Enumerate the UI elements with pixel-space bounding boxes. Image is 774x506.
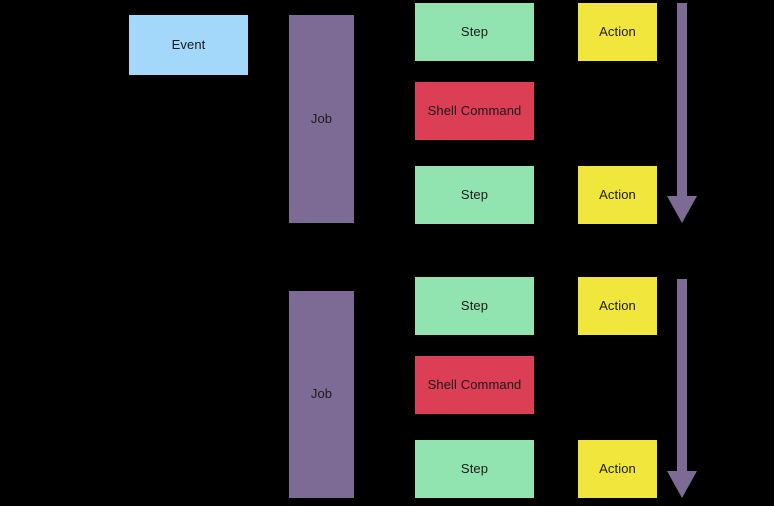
job-node[interactable]: Job [289, 291, 354, 498]
arrow-shape [667, 3, 697, 223]
action-node-label: Action [599, 460, 636, 476]
shell-command-node[interactable]: Shell Command [415, 82, 534, 140]
action-node[interactable]: Action [578, 3, 657, 61]
event-node-label: Event [171, 36, 206, 52]
shell-command-node-label: Shell Command [427, 376, 522, 392]
action-node-label: Action [599, 297, 636, 313]
flow-arrow-down [667, 279, 697, 498]
event-node[interactable]: Event [129, 15, 248, 75]
action-node[interactable]: Action [578, 277, 657, 335]
step-node-label: Step [460, 186, 489, 202]
job-node-label: Job [310, 386, 333, 402]
step-node[interactable]: Step [415, 3, 534, 61]
step-node[interactable]: Step [415, 277, 534, 335]
step-node-label: Step [460, 460, 489, 476]
action-node-label: Action [599, 186, 636, 202]
job-node-label: Job [310, 110, 333, 126]
shell-command-node-label: Shell Command [427, 102, 522, 118]
step-node[interactable]: Step [415, 440, 534, 498]
action-node-label: Action [599, 23, 636, 39]
arrow-shape [667, 279, 697, 498]
step-node-label: Step [460, 23, 489, 39]
shell-command-node[interactable]: Shell Command [415, 356, 534, 414]
action-node[interactable]: Action [578, 440, 657, 498]
job-node[interactable]: Job [289, 15, 354, 223]
step-node-label: Step [460, 297, 489, 313]
step-node[interactable]: Step [415, 166, 534, 224]
flow-arrow-down [667, 3, 697, 223]
action-node[interactable]: Action [578, 166, 657, 224]
